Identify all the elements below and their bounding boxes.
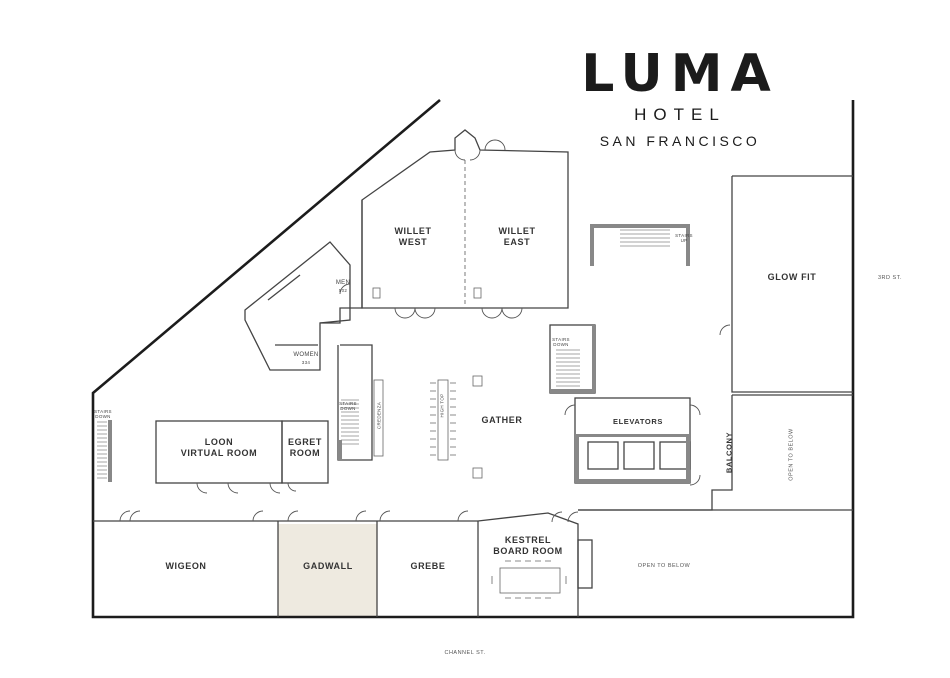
note-open-below-right: OPEN TO BELOW <box>788 428 795 481</box>
interior-walls <box>93 129 853 617</box>
room-kestrel-board-room[interactable]: KESTREL BOARD ROOM <box>493 535 563 556</box>
logo-brand: LUMA <box>581 44 779 104</box>
note-stairs-down-center: STAIRS DOWN <box>552 337 570 347</box>
luma-hotel-logo: LUMA HOTEL SAN FRANCISCO <box>560 48 800 150</box>
room-women-number: 334 <box>301 360 311 365</box>
note-stairs-down-west: STAIRS DOWN <box>94 409 112 419</box>
room-balcony[interactable]: BALCONY <box>724 431 734 474</box>
room-grebe[interactable]: GREBE <box>410 561 446 571</box>
room-men[interactable]: MEN <box>335 280 351 286</box>
note-high-top: HIGH TOP <box>439 393 445 418</box>
room-gadwall[interactable]: GADWALL <box>303 561 353 571</box>
room-men-number: 502 <box>338 288 348 293</box>
room-women[interactable]: WOMEN <box>293 352 319 358</box>
logo-sub: HOTEL <box>634 105 726 124</box>
note-stairs-up: STAIRS UP <box>675 233 693 243</box>
furniture <box>372 287 567 599</box>
room-gather[interactable]: GATHER <box>481 415 523 425</box>
note-open-below-bottom: OPEN TO BELOW <box>637 563 691 569</box>
room-willet-west[interactable]: WILLET WEST <box>394 226 432 247</box>
room-glow-fit[interactable]: GLOW FIT <box>767 272 817 282</box>
stair-treads <box>97 229 670 479</box>
room-wigeon[interactable]: WIGEON <box>165 561 207 571</box>
outer-walls <box>91 99 855 619</box>
logo-city: SAN FRANCISCO <box>599 133 761 149</box>
note-stairs-down-left: STAIRS DOWN <box>339 401 357 411</box>
street-3rd: 3RD ST. <box>878 275 902 281</box>
heavy-stair-walls <box>108 224 690 483</box>
gadwall-highlight <box>278 524 377 617</box>
room-willet-east[interactable]: WILLET EAST <box>498 226 536 247</box>
note-credenza: CREDENZA <box>376 401 382 430</box>
elevators-label[interactable]: ELEVATORS <box>613 417 663 426</box>
street-channel: CHANNEL ST. <box>444 650 486 656</box>
doors <box>119 139 731 523</box>
room-loon-virtual-room[interactable]: LOON VIRTUAL ROOM <box>180 437 258 458</box>
room-egret[interactable]: EGRET ROOM <box>287 437 322 458</box>
